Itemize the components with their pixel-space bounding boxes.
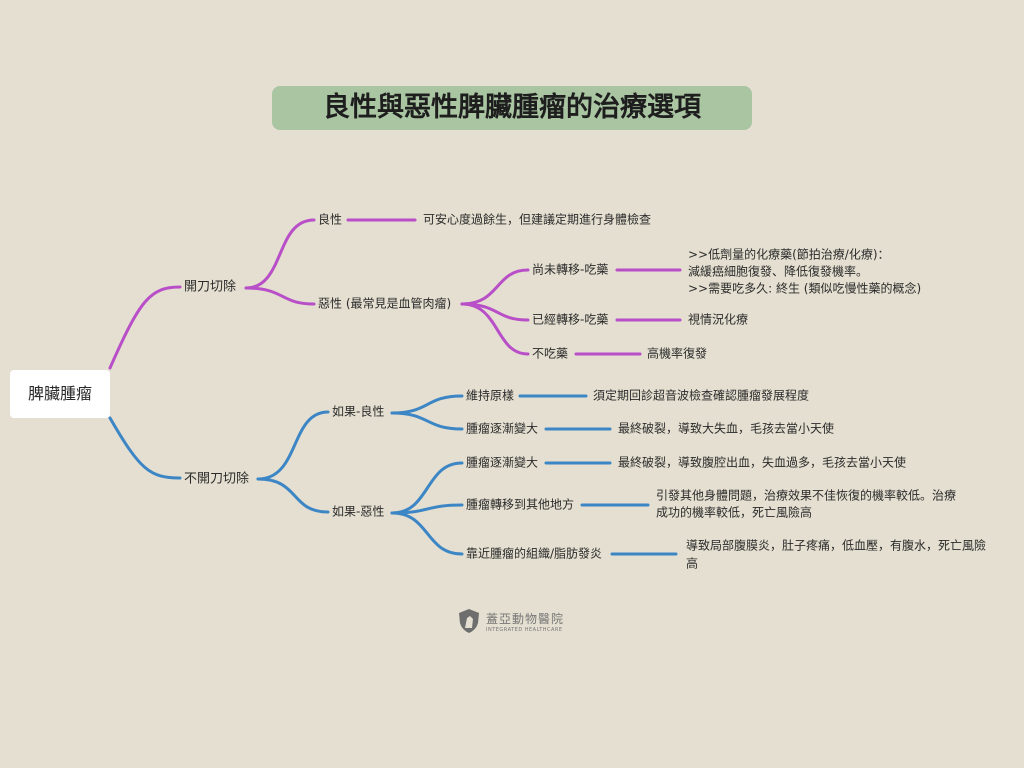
no-surgery-branch-lines	[108, 394, 678, 556]
node-if-malignant: 如果-惡性	[332, 504, 385, 519]
node-tumor-spreads: 腫瘤轉移到其他地方	[466, 497, 575, 512]
note-line: >>需要吃多久: 終生 (類似吃慢性藥的概念)	[688, 281, 922, 296]
node-if-benign: 如果-良性	[332, 404, 385, 419]
node-tumor-grows: 腫瘤逐漸變大	[466, 455, 539, 470]
note-line: 導致局部腹膜炎，肚子疼痛，低血壓，有腹水，死亡風險	[686, 538, 987, 553]
shield-pet-icon	[459, 609, 479, 633]
note-line: 引發其他身體問題，治療效果不佳恢復的機率較低。治療	[656, 488, 957, 503]
node-tumor-grows: 腫瘤逐漸變大	[466, 421, 539, 436]
note-line: 減緩癌細胞復發、降低復發機率。	[688, 264, 869, 279]
note-line: 高機率復發	[647, 346, 708, 361]
root-node: 脾臟腫瘤	[10, 370, 110, 418]
clinic-name: 蓋亞動物醫院	[486, 611, 565, 626]
note-line: 最終破裂，導致大失血，毛孩去當小天使	[618, 421, 835, 436]
note-surgery-benign: 可安心度過餘生，但建議定期進行身體檢查	[423, 212, 652, 227]
note-line: 須定期回診超音波檢查確認腫瘤發展程度	[593, 388, 810, 403]
node-tissue-inflammation: 靠近腫瘤的組織/脂肪發炎	[466, 546, 603, 561]
node-no-medication: 不吃藥	[532, 346, 569, 361]
node-surgery-benign: 良性	[318, 212, 343, 227]
node-unchanged: 維持原樣	[466, 388, 515, 403]
clinic-subtitle: INTEGRATED HEALTHCARE	[486, 626, 563, 633]
node-surgery: 開刀切除	[184, 279, 237, 295]
node-metastasized: 已經轉移-吃藥	[532, 312, 609, 327]
surgery-branch-lines	[108, 218, 682, 370]
note-line: 高	[686, 556, 699, 571]
clinic-logo: 蓋亞動物醫院 INTEGRATED HEALTHCARE	[458, 608, 564, 634]
node-not-metastasized: 尚未轉移-吃藥	[532, 262, 609, 277]
node-no-surgery: 不開刀切除	[184, 471, 250, 487]
page-title: 良性與惡性脾臟腫瘤的治療選項	[272, 86, 752, 130]
note-line: 視情況化療	[688, 312, 749, 327]
note-line: 成功的機率較低，死亡風險高	[656, 505, 813, 520]
note-line: 最終破裂，導致腹腔出血，失血過多，毛孩去當小天使	[618, 455, 907, 470]
note-line: >>低劑量的化療藥(節拍治療/化療)：	[688, 247, 890, 262]
node-surgery-malignant: 惡性 (最常見是血管肉瘤)	[318, 296, 452, 311]
